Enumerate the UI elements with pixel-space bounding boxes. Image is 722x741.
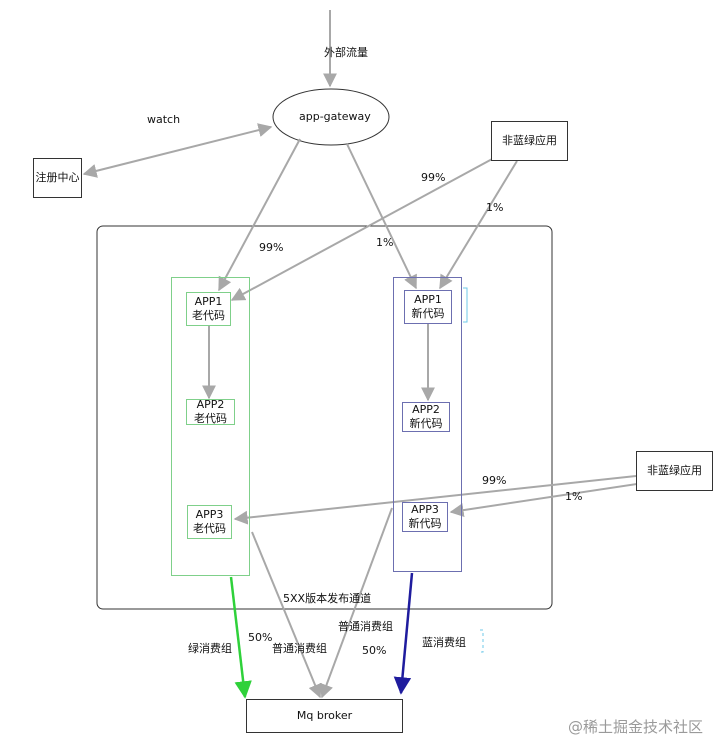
pct-50-left-label: 50% xyxy=(248,631,273,644)
common-consumer-right-label: 普通消费组 xyxy=(338,620,393,633)
green-app3-code: 老代码 xyxy=(193,522,226,535)
non-bg-app-top-label: 非蓝绿应用 xyxy=(502,134,557,147)
common-consumer-left-label: 普通消费组 xyxy=(272,642,327,655)
pct-99-gateway-label: 99% xyxy=(259,241,284,254)
gateway-label: app-gateway xyxy=(299,110,371,123)
watermark: @稀土掘金技术社区 xyxy=(568,718,704,736)
arrow-nonbg-bottom-green-app3 xyxy=(233,475,637,525)
blue-app3-name: APP3 xyxy=(411,503,439,516)
green-app3-name: APP3 xyxy=(195,508,224,521)
green-app2-code: 老代码 xyxy=(194,412,227,425)
non-bg-app-bottom-label: 非蓝绿应用 xyxy=(647,464,702,477)
external-traffic-label: 外部流量 xyxy=(324,46,368,59)
blue-app1-code: 新代码 xyxy=(411,307,445,320)
green-app2-name: APP2 xyxy=(196,398,225,411)
blue-app3-code: 新代码 xyxy=(408,517,442,530)
mq-broker-label: Mq broker xyxy=(296,709,353,722)
pct-50-right-label: 50% xyxy=(362,644,387,657)
green-group-frame xyxy=(171,277,250,576)
blue-consumer-label: 蓝消费组 xyxy=(422,636,466,649)
arrow-green-app3-broker xyxy=(251,531,322,699)
arrow-green-consumer xyxy=(229,576,252,699)
blue-app1-name: APP1 xyxy=(414,293,442,306)
green-consumer-label: 绿消费组 xyxy=(188,642,232,655)
pct-99-top-label: 99% xyxy=(421,171,446,184)
arrow-gateway-blue-app1 xyxy=(346,143,417,290)
green-app1-name: APP1 xyxy=(194,295,223,308)
cyan-bracket-mark-bottom xyxy=(480,629,484,653)
non-bg-app-top-box: 非蓝绿应用 xyxy=(491,121,568,161)
mq-broker-box: Mq broker xyxy=(246,699,403,733)
arrow-gateway-registry-watch xyxy=(82,123,273,178)
gateway-node-shape xyxy=(272,88,390,146)
arrow-blue-consumer xyxy=(393,572,414,695)
arrow-nonbg-top-blue-app1 xyxy=(439,160,518,290)
arrow-blue-app3-broker xyxy=(319,507,393,699)
publish-channel-frame xyxy=(96,225,553,610)
blue-group-frame xyxy=(393,277,462,572)
green-app1-code: 老代码 xyxy=(192,309,225,322)
watch-label: watch xyxy=(147,113,181,126)
pct-1-gateway-label: 1% xyxy=(376,236,394,249)
cyan-bracket-mark-top xyxy=(463,287,468,323)
pct-99-bottom-label: 99% xyxy=(482,474,507,487)
channel-label: 5XX版本发布通道 xyxy=(283,592,372,605)
non-bg-app-bottom-box: 非蓝绿应用 xyxy=(636,451,713,491)
arrow-gateway-green-app1 xyxy=(218,138,301,292)
registry-label: 注册中心 xyxy=(35,171,80,184)
registry-box: 注册中心 xyxy=(33,158,82,198)
blue-app2-code: 新代码 xyxy=(409,417,443,430)
blue-app2-name: APP2 xyxy=(412,403,440,416)
arrow-nonbg-bottom-blue-app3 xyxy=(449,483,638,518)
pct-1-bottom-label: 1% xyxy=(565,490,583,503)
arrow-nonbg-top-green-app1 xyxy=(230,157,495,301)
pct-1-top-label: 1% xyxy=(486,201,504,214)
